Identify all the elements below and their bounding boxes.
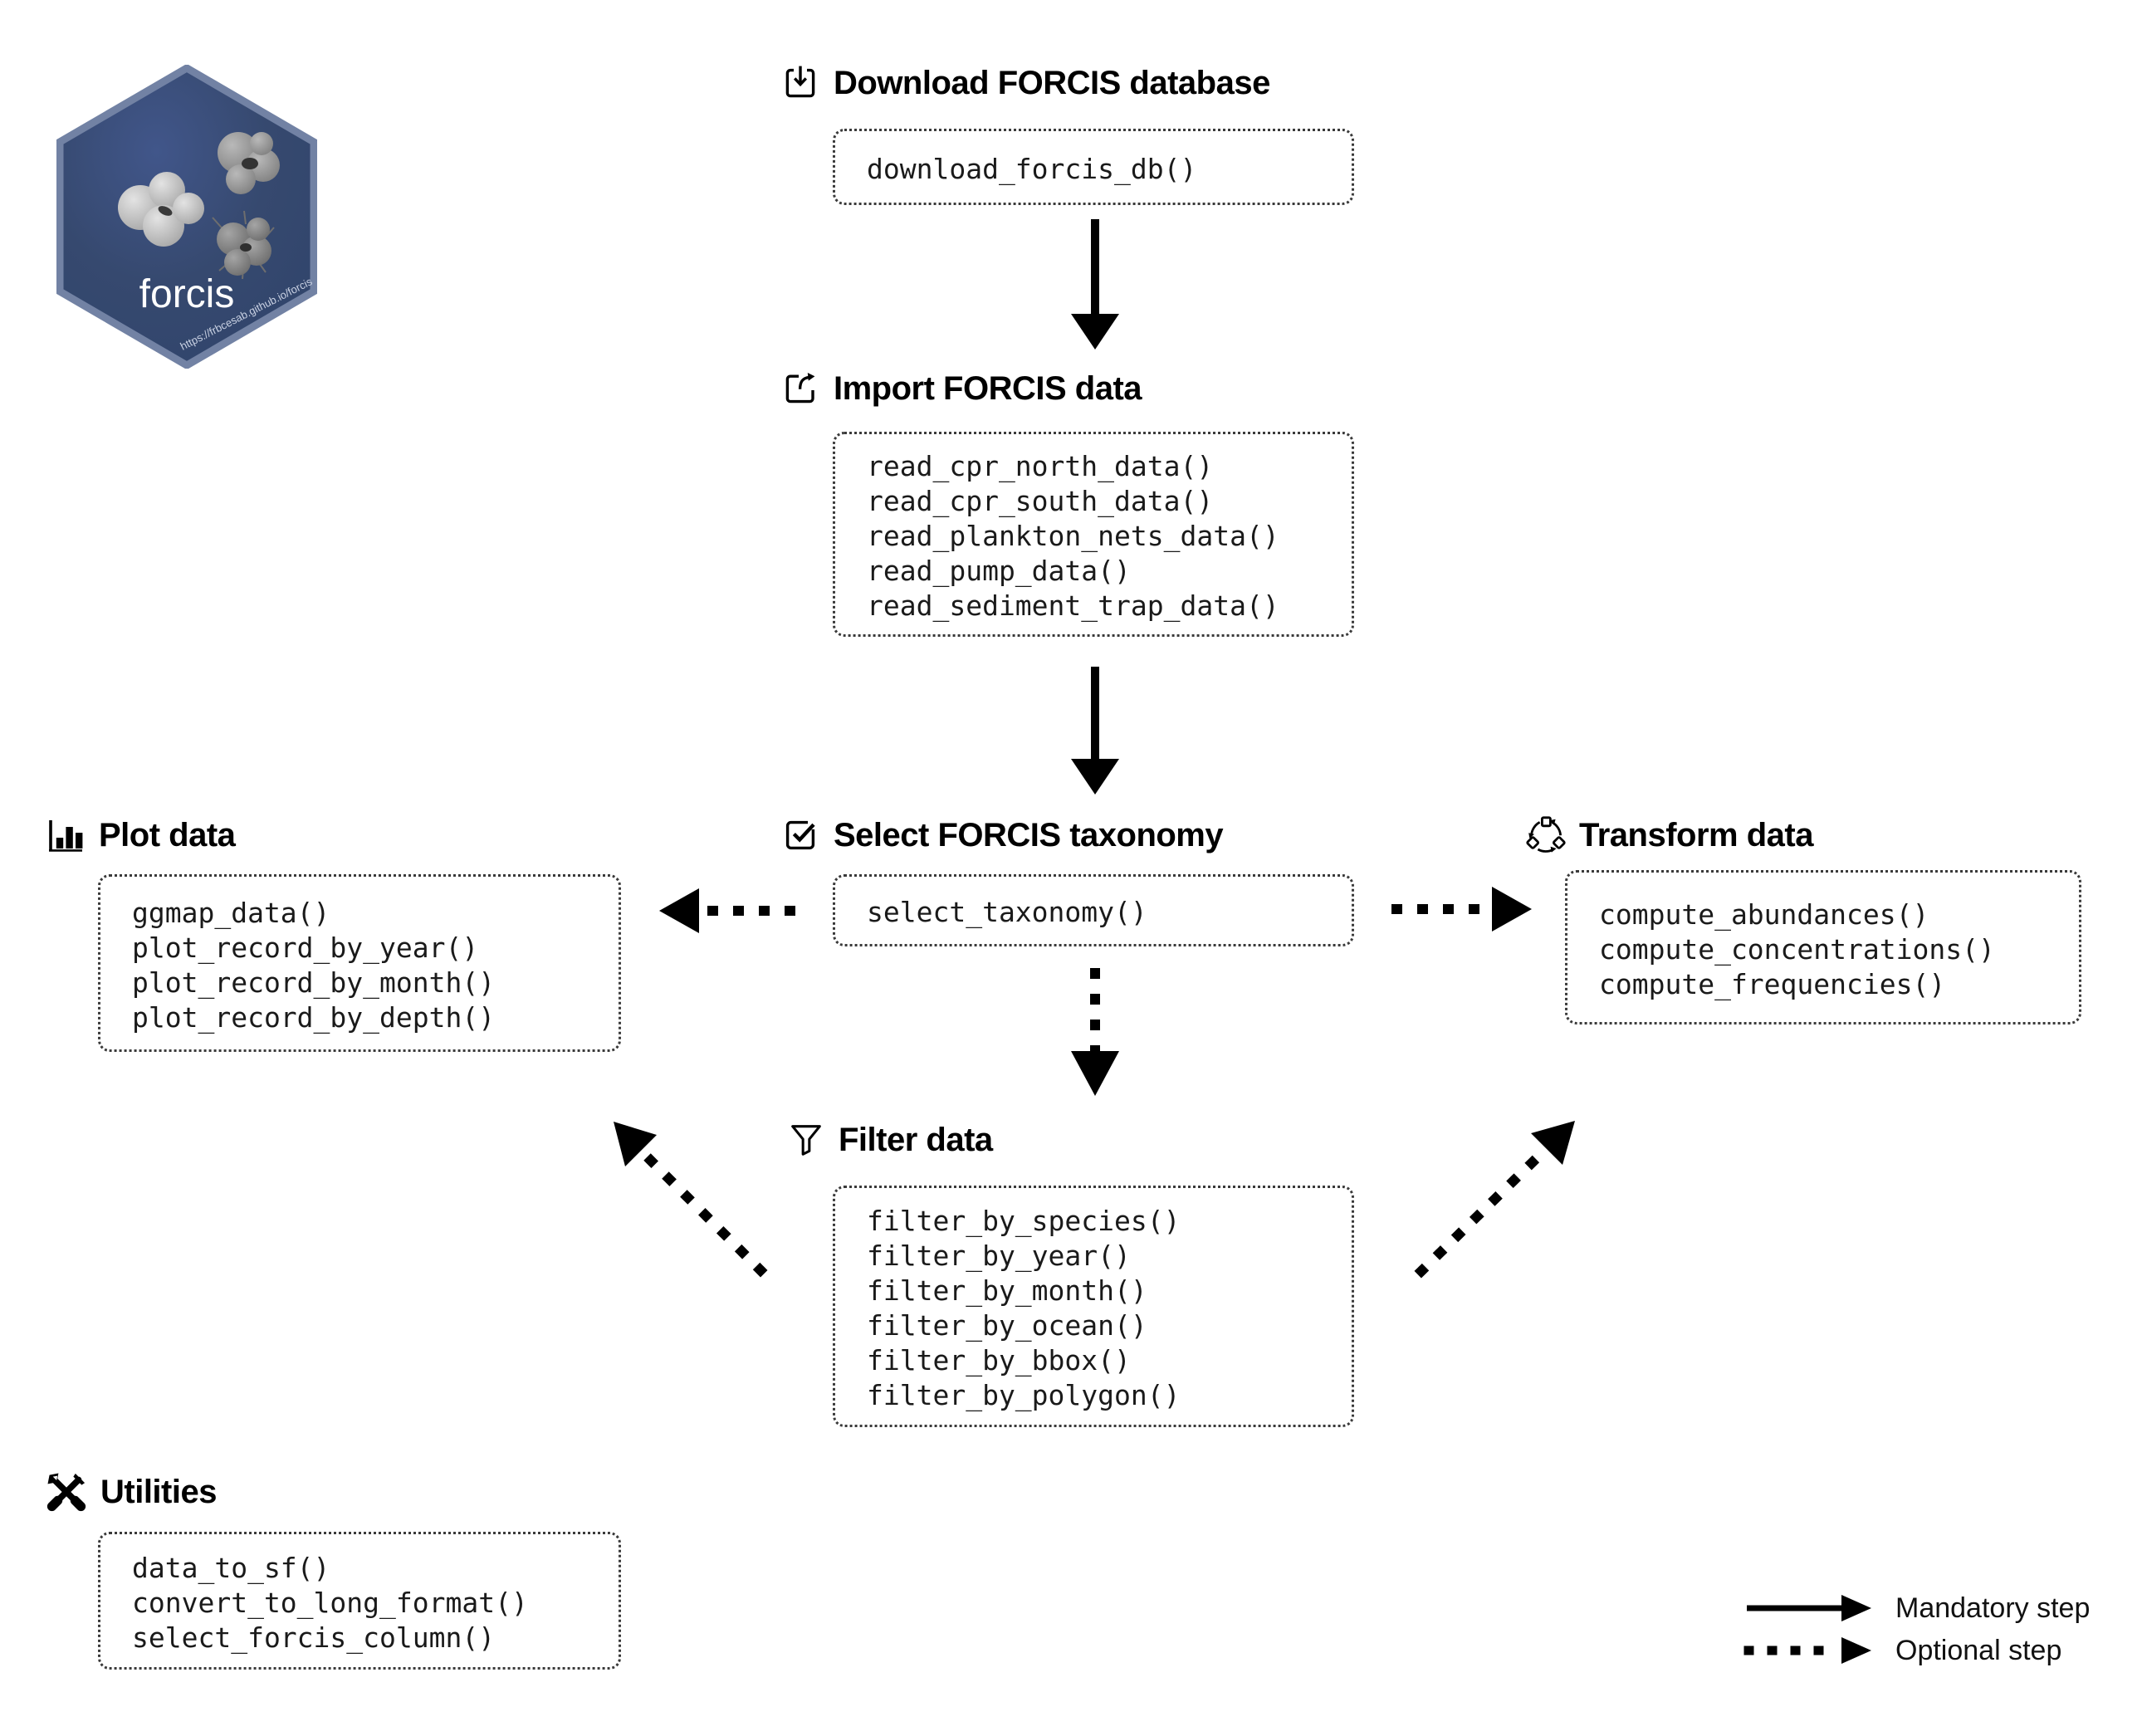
foraminifera-left [118,172,204,247]
function-list: download_forcis_db() [867,153,1197,185]
section-title: Utilities [100,1473,217,1510]
transform-functions-box: compute_abundances() compute_concentrati… [1565,870,2081,1024]
legend-mandatory: Mandatory step [1743,1590,2090,1626]
arrow-select-to-plot [659,888,795,933]
legend-optional: Optional step [1743,1632,2061,1669]
filter-section-header: Filter data [787,1121,993,1159]
recycle-squares-icon [1526,816,1566,853]
legend-label: Optional step [1895,1634,2062,1666]
utilities-section-header: Utilities [46,1471,217,1513]
arrow-import-to-select [1071,667,1119,795]
arrow-select-to-transform [1391,887,1532,932]
download-functions-box: download_forcis_db() [833,129,1354,205]
function-list: compute_abundances() compute_concentrati… [1599,898,1995,1000]
function-list: data_to_sf() convert_to_long_format() se… [132,1552,528,1654]
logo-title: forcis [139,272,235,316]
foraminifera-top [218,132,280,194]
section-title: Import FORCIS data [834,369,1142,407]
legend-label: Mandatory step [1895,1592,2091,1624]
foraminifera-bottom [212,210,275,280]
filter-functions-box: filter_by_species() filter_by_year() fil… [833,1186,1354,1427]
arrow-select-to-filter [1071,968,1119,1096]
function-list: ggmap_data() plot_record_by_year() plot_… [132,897,496,1034]
function-list: select_taxonomy() [867,896,1147,928]
optional-arrow-icon [1743,1637,1871,1664]
section-title: Filter data [839,1121,993,1158]
select-section-header: Select FORCIS taxonomy [780,815,1224,855]
import-section-header: Import FORCIS data [780,369,1142,408]
plot-functions-box: ggmap_data() plot_record_by_year() plot_… [98,874,621,1052]
download-section-header: Download FORCIS database [780,63,1270,103]
crossed-tools-icon [46,1473,86,1512]
arrow-download-to-import [1071,219,1119,350]
section-title: Select FORCIS taxonomy [834,816,1224,853]
section-title: Download FORCIS database [834,64,1270,101]
section-title: Transform data [1579,816,1813,853]
import-functions-box: read_cpr_north_data() read_cpr_south_dat… [833,432,1354,637]
funnel-icon [791,1125,821,1156]
arrow-filter-to-transform [1414,1121,1575,1279]
section-title: Plot data [99,816,236,853]
tray-arrow-down-icon [785,66,815,98]
bar-chart-icon [49,820,83,852]
checkbox-checked-icon [785,820,815,850]
utilities-functions-box: data_to_sf() convert_to_long_format() se… [98,1532,621,1670]
box-arrow-out-icon [785,373,815,403]
function-list: read_cpr_north_data() read_cpr_south_dat… [867,450,1279,622]
select-functions-box: select_taxonomy() [833,874,1354,946]
function-list: filter_by_species() filter_by_year() fil… [867,1205,1181,1411]
transform-section-header: Transform data [1526,815,1813,855]
mandatory-arrow-icon [1747,1595,1871,1621]
forcis-hex-logo: forcis https://frbcesab.github.io/forcis [56,65,317,369]
plot-section-header: Plot data [46,815,236,855]
arrow-filter-to-plot [614,1122,768,1278]
